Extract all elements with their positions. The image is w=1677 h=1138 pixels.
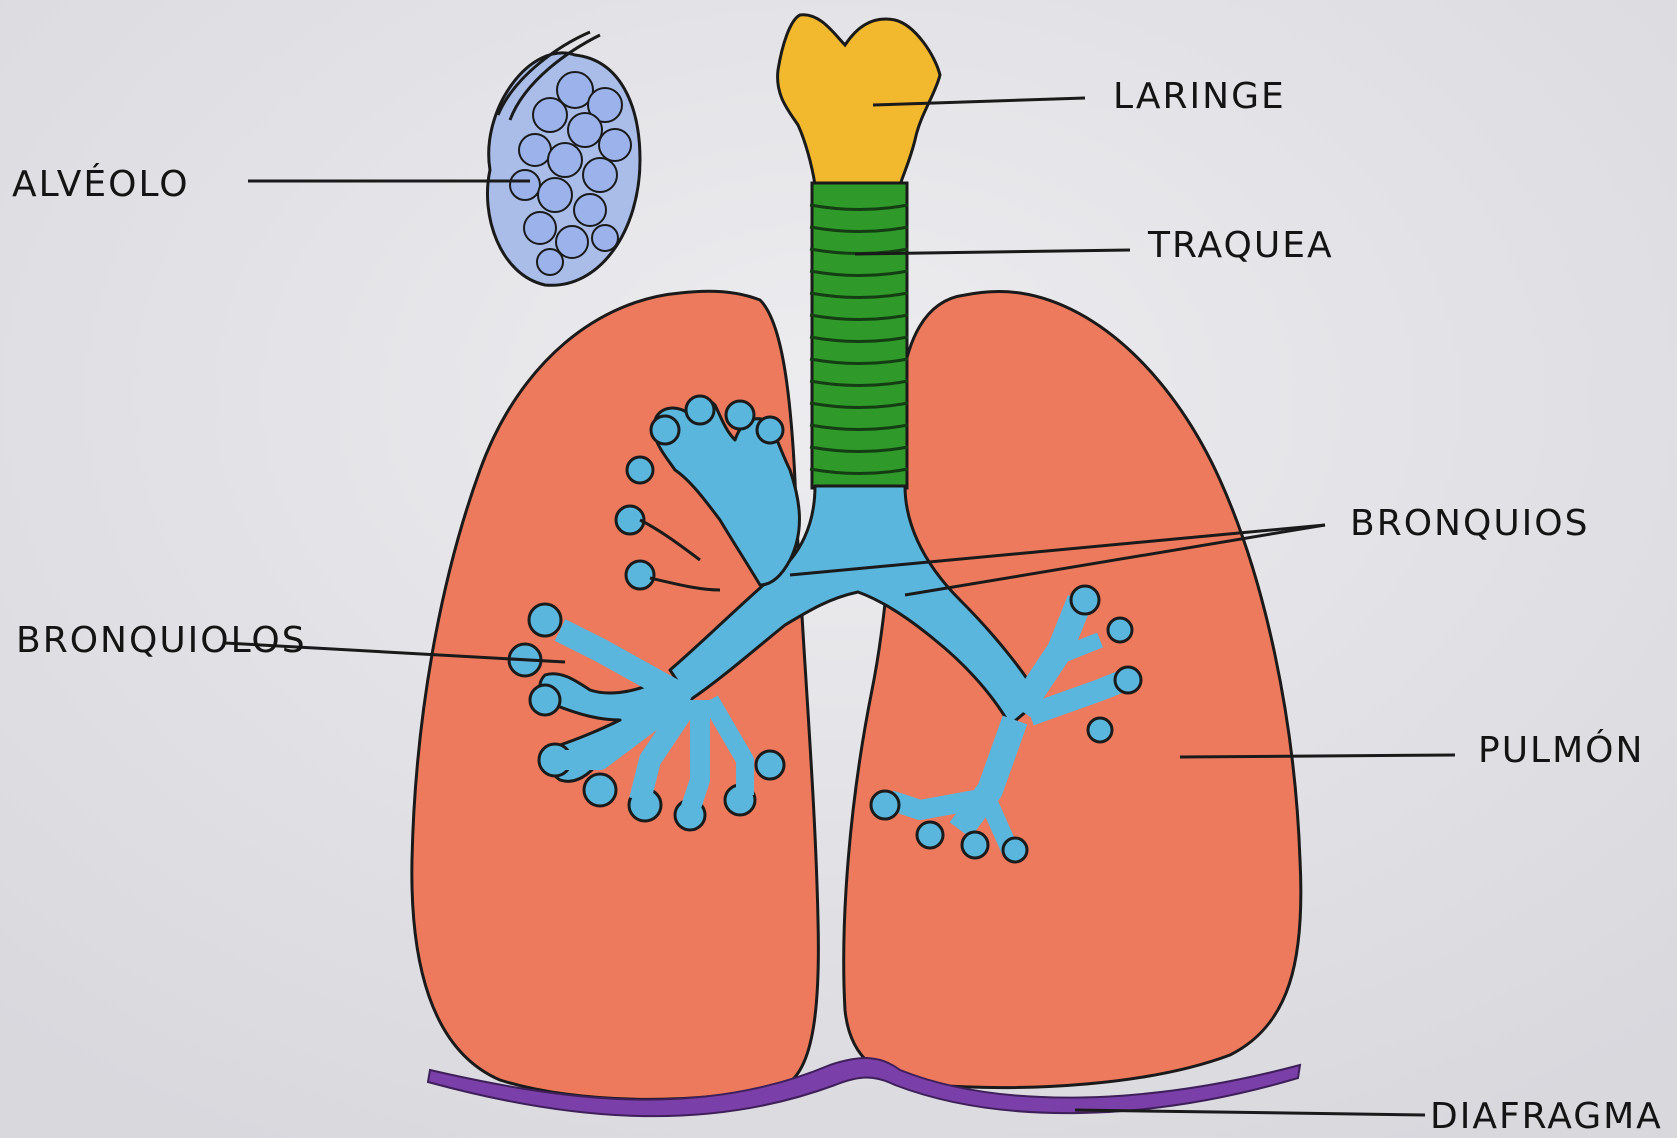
label-laringe: LARINGE <box>1113 76 1286 117</box>
label-alveolo: ALVÉOLO <box>12 163 190 205</box>
label-diafragma: DIAFRAGMA <box>1430 1096 1663 1137</box>
pulmon-leader <box>1180 755 1455 757</box>
trachea <box>810 183 908 488</box>
label-pulmon: PULMÓN <box>1478 729 1644 771</box>
label-bronquiolos: BRONQUIOLOS <box>16 620 307 661</box>
label-traquea: TRAQUEA <box>1147 225 1334 266</box>
label-bronquios: BRONQUIOS <box>1350 503 1589 544</box>
